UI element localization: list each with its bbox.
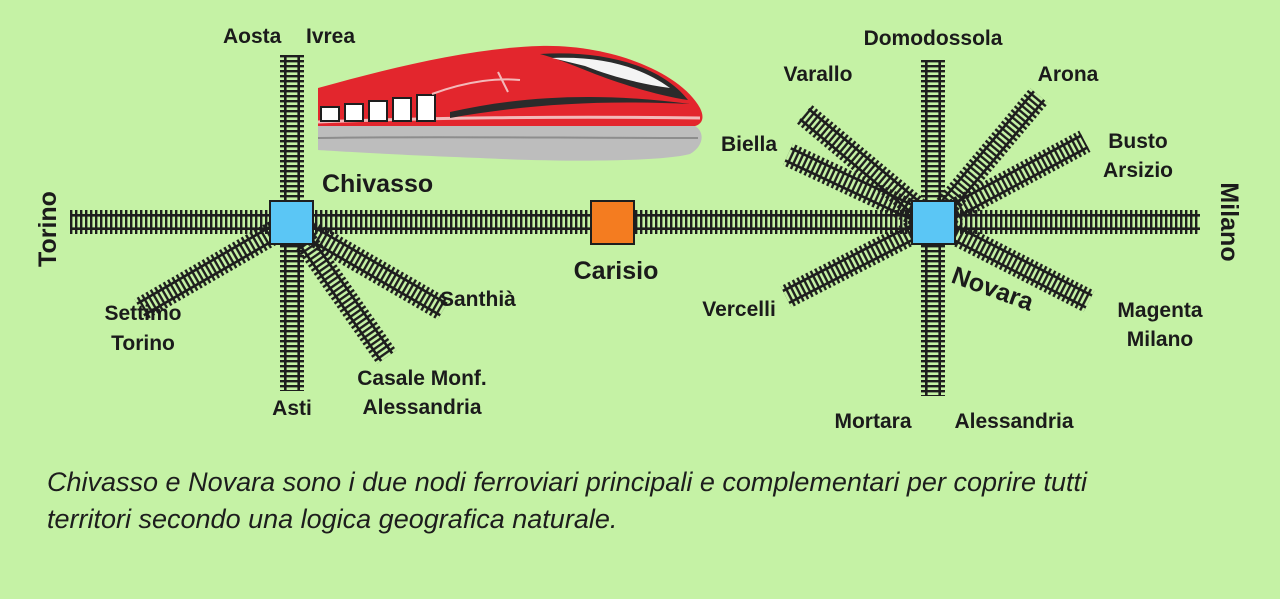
label-milano: Milano xyxy=(1215,182,1243,261)
label-chivasso: Chivasso xyxy=(322,170,433,198)
chivasso-node[interactable] xyxy=(269,200,314,245)
label-busto-line2: Arsizio xyxy=(1103,159,1173,182)
label-biella: Biella xyxy=(721,133,777,156)
label-casale-line1: Casale Monf. xyxy=(357,367,487,390)
label-carisio: Carisio xyxy=(574,257,659,285)
label-domodossola: Domodossola xyxy=(864,27,1003,50)
label-magenta-line2: Milano xyxy=(1127,328,1194,351)
label-settimo-line1: Settimo xyxy=(104,302,181,325)
high-speed-train-icon xyxy=(317,45,703,161)
label-arona: Arona xyxy=(1038,63,1099,86)
caption-line2: territori secondo una logica geografica … xyxy=(47,504,618,534)
label-santhia: Santhià xyxy=(440,288,516,311)
caption-line1: Chivasso e Novara sono i due nodi ferrov… xyxy=(47,467,1087,497)
label-ivrea: Ivrea xyxy=(306,25,355,48)
label-vercelli: Vercelli xyxy=(702,298,776,321)
caption: Chivasso e Novara sono i due nodi ferrov… xyxy=(47,464,1247,538)
label-mortara: Mortara xyxy=(834,410,911,433)
label-busto-line1: Busto xyxy=(1108,130,1168,153)
label-alessandria: Alessandria xyxy=(954,410,1073,433)
label-casale-line2: Alessandria xyxy=(362,396,481,419)
novara-node[interactable] xyxy=(911,200,956,245)
label-settimo-line2: Torino xyxy=(111,332,175,355)
label-varallo: Varallo xyxy=(784,63,853,86)
label-magenta-line1: Magenta xyxy=(1117,299,1203,322)
carisio-node[interactable] xyxy=(590,200,635,245)
label-asti: Asti xyxy=(272,397,312,420)
label-aosta: Aosta xyxy=(223,25,282,48)
label-torino: Torino xyxy=(34,191,62,267)
track-network xyxy=(70,55,1200,396)
